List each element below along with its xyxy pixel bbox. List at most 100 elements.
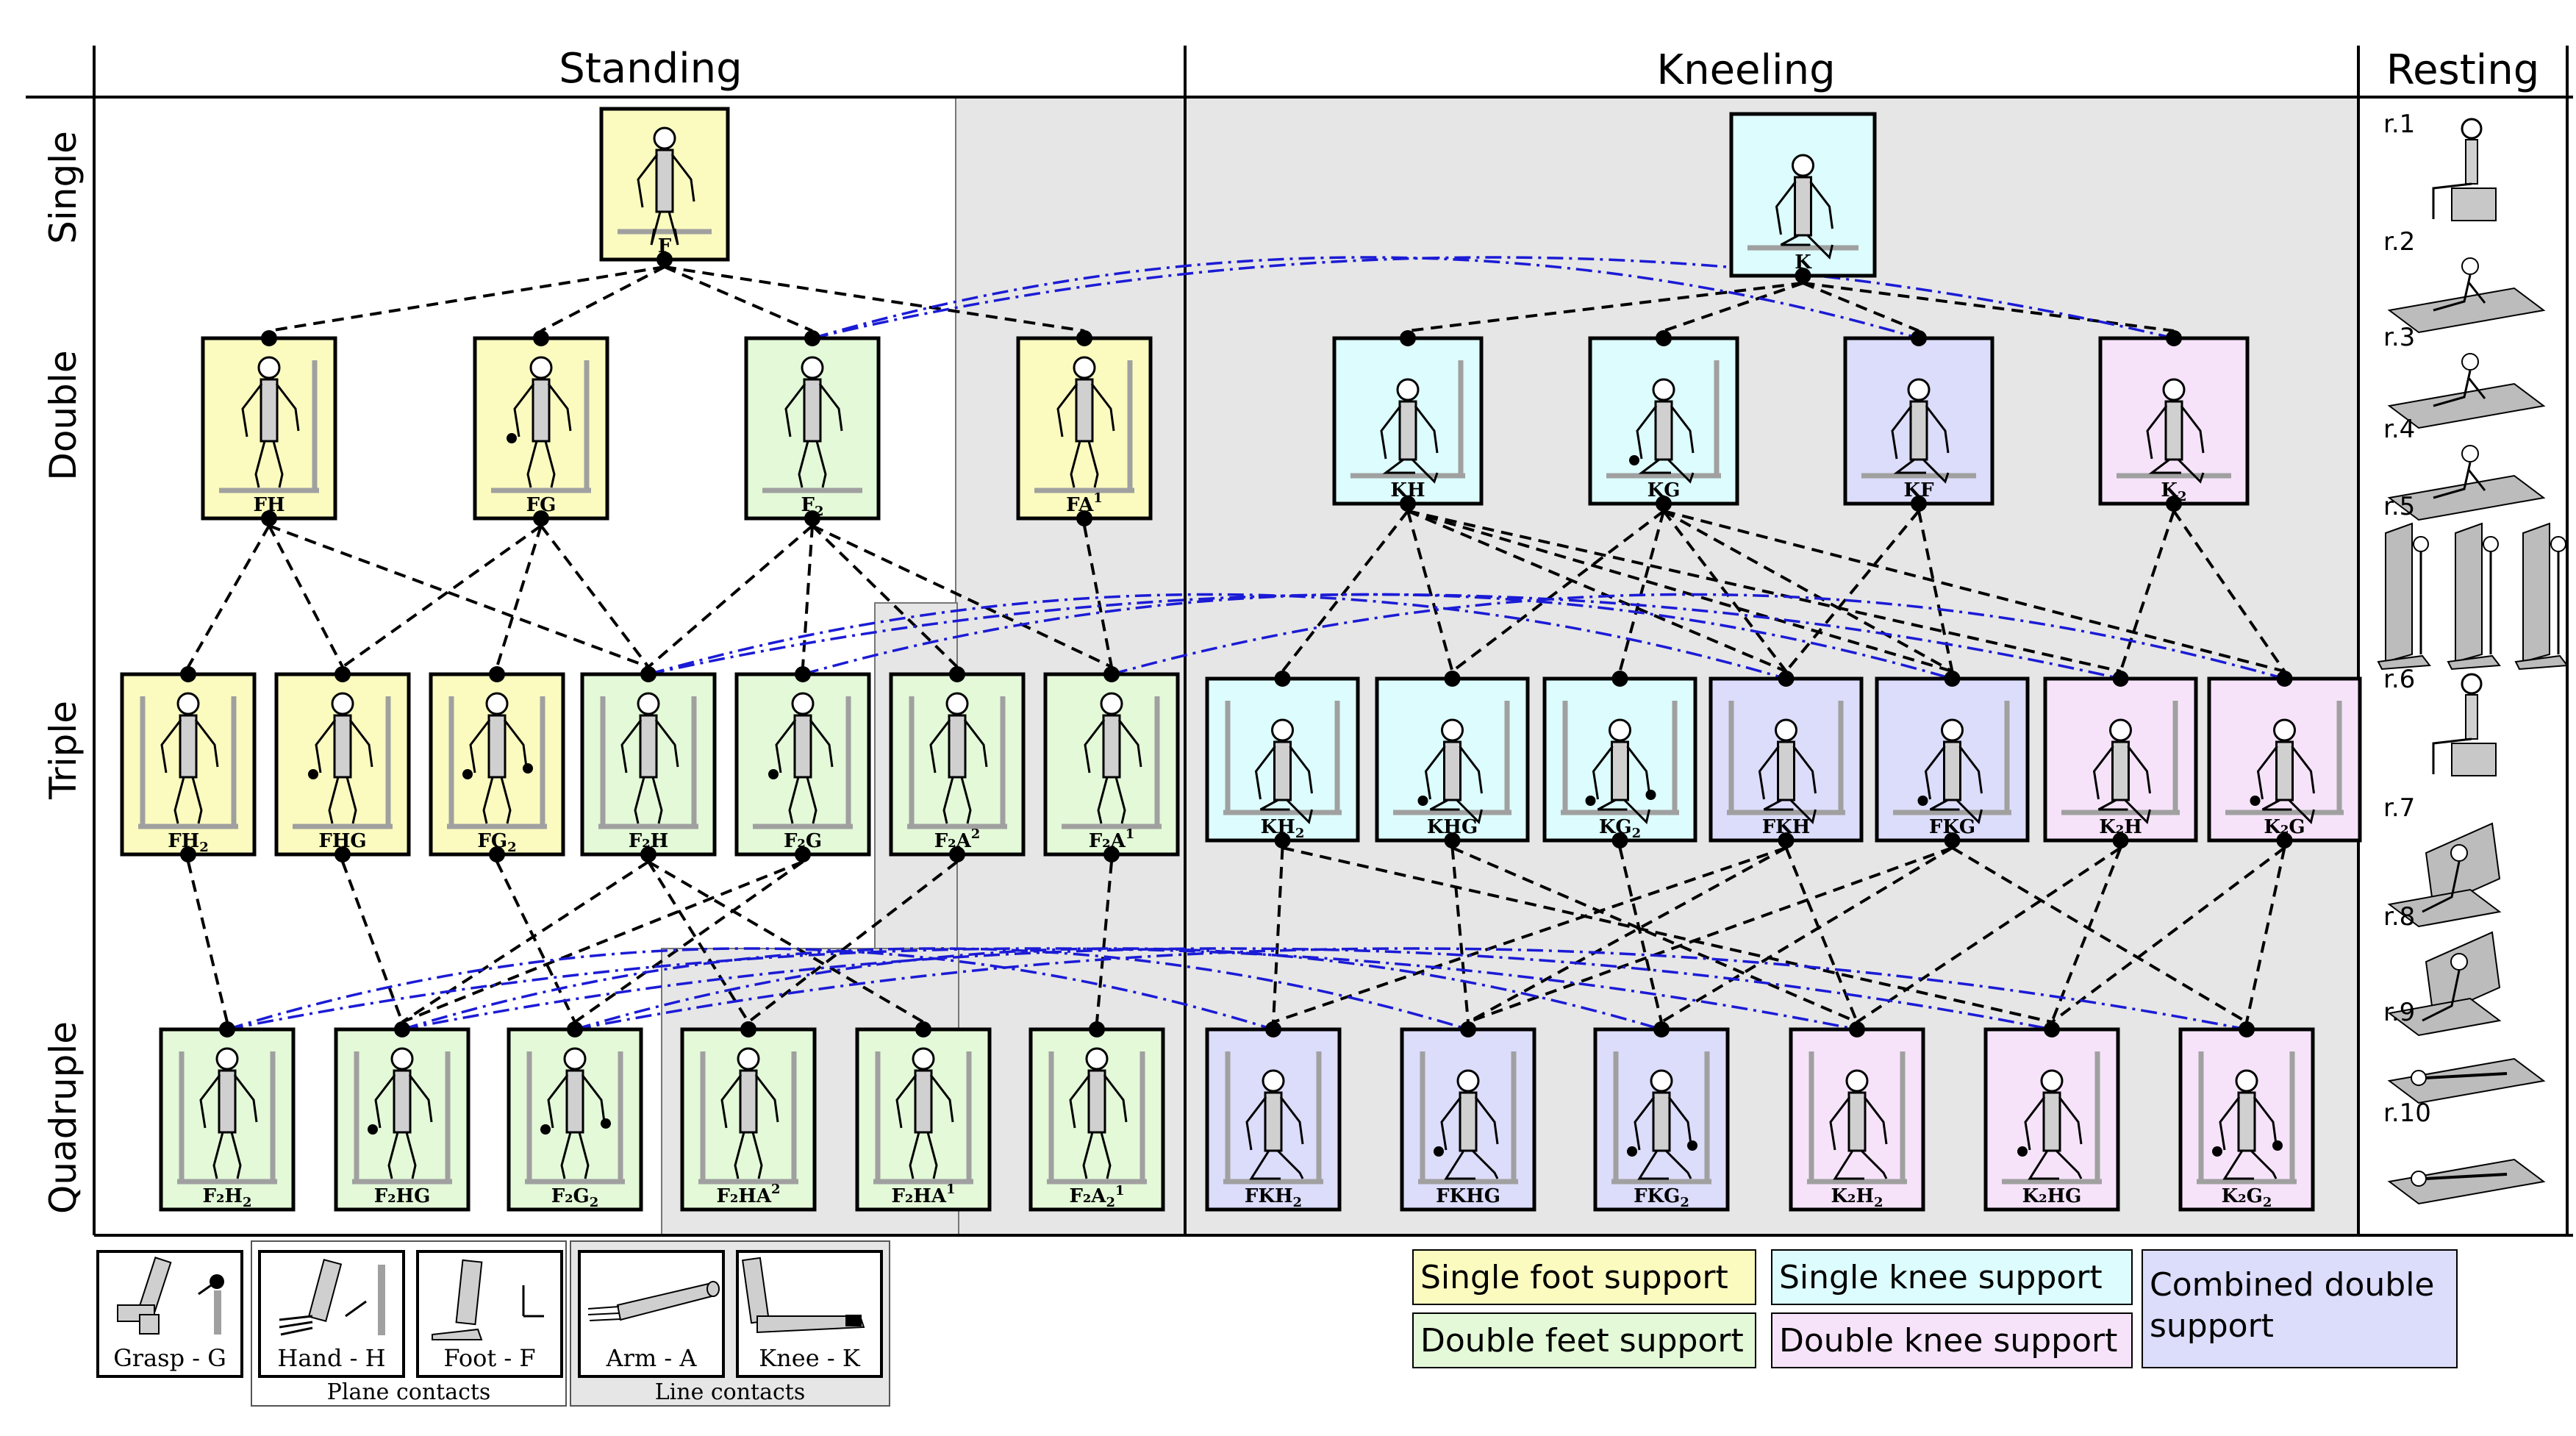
top-connector-dot bbox=[1400, 330, 1416, 346]
top-connector-dot bbox=[1944, 671, 1961, 687]
resting-column: r.1r.2r.3r.4r.5r.6r.7r.8r.9r.10 bbox=[2377, 110, 2569, 1205]
legend-combined-label-1: Combined double bbox=[2150, 1266, 2435, 1304]
node-label: FKHG bbox=[1436, 1185, 1500, 1207]
legend-foot-label: Foot - F bbox=[443, 1344, 535, 1372]
node-F2A2: F₂A2 bbox=[889, 666, 1026, 862]
edge-F2A1-F2A21 bbox=[1095, 861, 1113, 1023]
resting-label: r.9 bbox=[2383, 998, 2415, 1027]
resting-item-7: r.7 bbox=[2383, 793, 2502, 928]
bottom-connector-dot bbox=[1778, 832, 1795, 849]
bottom-connector-dot bbox=[533, 510, 549, 526]
row-label-single: Single bbox=[42, 131, 85, 244]
top-connector-dot bbox=[740, 1021, 756, 1037]
blue-edge-F2HG-K2HG bbox=[401, 947, 2053, 1031]
bottom-connector-dot bbox=[1611, 832, 1628, 849]
node-F2HG: F₂HG bbox=[334, 1021, 471, 1212]
resting-label: r.6 bbox=[2383, 665, 2415, 694]
top-connector-dot bbox=[1444, 671, 1461, 687]
bottom-connector-dot bbox=[1103, 846, 1120, 862]
top-connector-dot bbox=[915, 1021, 931, 1037]
resting-label: r.3 bbox=[2383, 323, 2415, 352]
edge-F-FH bbox=[268, 265, 665, 332]
blue-edge-F2G2-FKG2 bbox=[574, 947, 1662, 1031]
top-connector-dot bbox=[2044, 1021, 2060, 1037]
edge-KH-KH2 bbox=[1281, 510, 1409, 673]
top-connector-dot bbox=[1656, 330, 1672, 346]
top-connector-dot bbox=[1778, 671, 1795, 687]
top-connector-dot bbox=[795, 666, 811, 682]
edge-K2H-K2H2 bbox=[1856, 846, 2122, 1024]
legend-arm-label: Arm - A bbox=[605, 1344, 697, 1372]
edge-K-KG bbox=[1663, 282, 1804, 332]
bottom-connector-dot bbox=[1795, 268, 1811, 284]
node-label: F₂A21 bbox=[1069, 1183, 1124, 1210]
header-kneeling: Kneeling bbox=[1656, 46, 1835, 94]
node-label: FG2 bbox=[477, 830, 516, 855]
edge-KH2-FKH2 bbox=[1272, 847, 1284, 1023]
contact-legend: Grasp - G Hand - H Foot - F Arm - A bbox=[96, 1240, 890, 1407]
top-connector-dot bbox=[1460, 1021, 1476, 1037]
node-F2H2: F₂H2 bbox=[159, 1021, 296, 1212]
top-connector-dot bbox=[804, 330, 820, 346]
node-FKHG: FKHG bbox=[1400, 1021, 1536, 1212]
edge-FH-FHG bbox=[268, 525, 344, 668]
node-FKG2: FKG2 bbox=[1593, 1021, 1730, 1212]
legend-double-feet-label: Double feet support bbox=[1420, 1322, 1744, 1360]
blue-edge-F2G-FKG bbox=[802, 593, 1953, 680]
edge-K2-K2H bbox=[2119, 510, 2175, 672]
edge-F-FG bbox=[540, 265, 665, 332]
edge-F-F2 bbox=[664, 265, 813, 332]
blue-edges-layer bbox=[226, 256, 2285, 1031]
edge-F2-F2G bbox=[801, 525, 814, 668]
edge-FH2-F2H2 bbox=[187, 861, 229, 1023]
support-legend: Single foot support Double feet support … bbox=[1412, 1249, 2458, 1368]
node-KG2: KG2 bbox=[1542, 671, 1697, 849]
edge-KHG-FKHG bbox=[1450, 847, 1470, 1023]
top-connector-dot bbox=[394, 1021, 410, 1037]
node-F2G: F₂G bbox=[734, 666, 871, 862]
node-KH2: KH2 bbox=[1205, 671, 1360, 849]
top-connector-dot bbox=[1653, 1021, 1670, 1037]
legend-double-knee-swatch bbox=[1771, 1312, 2133, 1368]
edge-F2H-F2HA2 bbox=[647, 860, 750, 1024]
edge-FKH-FKHG bbox=[1467, 846, 1787, 1024]
top-connector-dot bbox=[1849, 1021, 1865, 1037]
node-FKG: FKG bbox=[1875, 671, 2030, 849]
knee-icon bbox=[742, 1257, 865, 1334]
node-FG2: FG2 bbox=[429, 666, 565, 862]
node-K2H2: K₂H2 bbox=[1789, 1021, 1925, 1212]
bottom-connector-dot bbox=[2276, 832, 2293, 849]
blue-edge-F2H2-FKH2 bbox=[226, 947, 1274, 1031]
node-label: FKG2 bbox=[1634, 1185, 1689, 1210]
resting-label: r.4 bbox=[2383, 415, 2415, 444]
bottom-connector-dot bbox=[795, 846, 811, 862]
blue-edge-F2-KF bbox=[812, 256, 1920, 340]
resting-label: r.5 bbox=[2383, 492, 2415, 521]
bottom-connector-dot bbox=[1076, 510, 1092, 526]
node-F2H: F₂H bbox=[580, 666, 717, 862]
bottom-connector-dot bbox=[261, 510, 277, 526]
top-connector-dot bbox=[533, 330, 549, 346]
line-contacts-label: Line contacts bbox=[655, 1379, 806, 1405]
edge-FHG-F2HG bbox=[341, 861, 404, 1023]
edge-KG-KG2 bbox=[1618, 510, 1665, 672]
edge-KG-K2G bbox=[1663, 510, 2285, 673]
edge-KH-KHG bbox=[1406, 510, 1454, 672]
node-K2G2: K₂G2 bbox=[2178, 1021, 2315, 1212]
legend-knee-label: Knee - K bbox=[759, 1344, 861, 1372]
top-connector-dot bbox=[1265, 1021, 1281, 1037]
node-KF: KF bbox=[1843, 330, 1994, 512]
top-connector-dot bbox=[180, 666, 196, 682]
shade-kneeling bbox=[1185, 97, 2358, 1235]
node-label: F₂HA2 bbox=[716, 1182, 780, 1207]
arm-icon bbox=[587, 1281, 720, 1321]
node-K: K bbox=[1729, 112, 1877, 284]
edge-F2G-F2HG bbox=[401, 860, 804, 1024]
resting-item-2: r.2 bbox=[2383, 227, 2546, 334]
resting-label: r.2 bbox=[2383, 227, 2415, 257]
edge-F2H-F2HA1 bbox=[647, 860, 925, 1024]
top-connector-dot bbox=[1611, 671, 1628, 687]
top-connector-dot bbox=[1274, 671, 1291, 687]
top-connector-dot bbox=[1076, 330, 1092, 346]
edge-FG-FHG bbox=[341, 524, 543, 668]
